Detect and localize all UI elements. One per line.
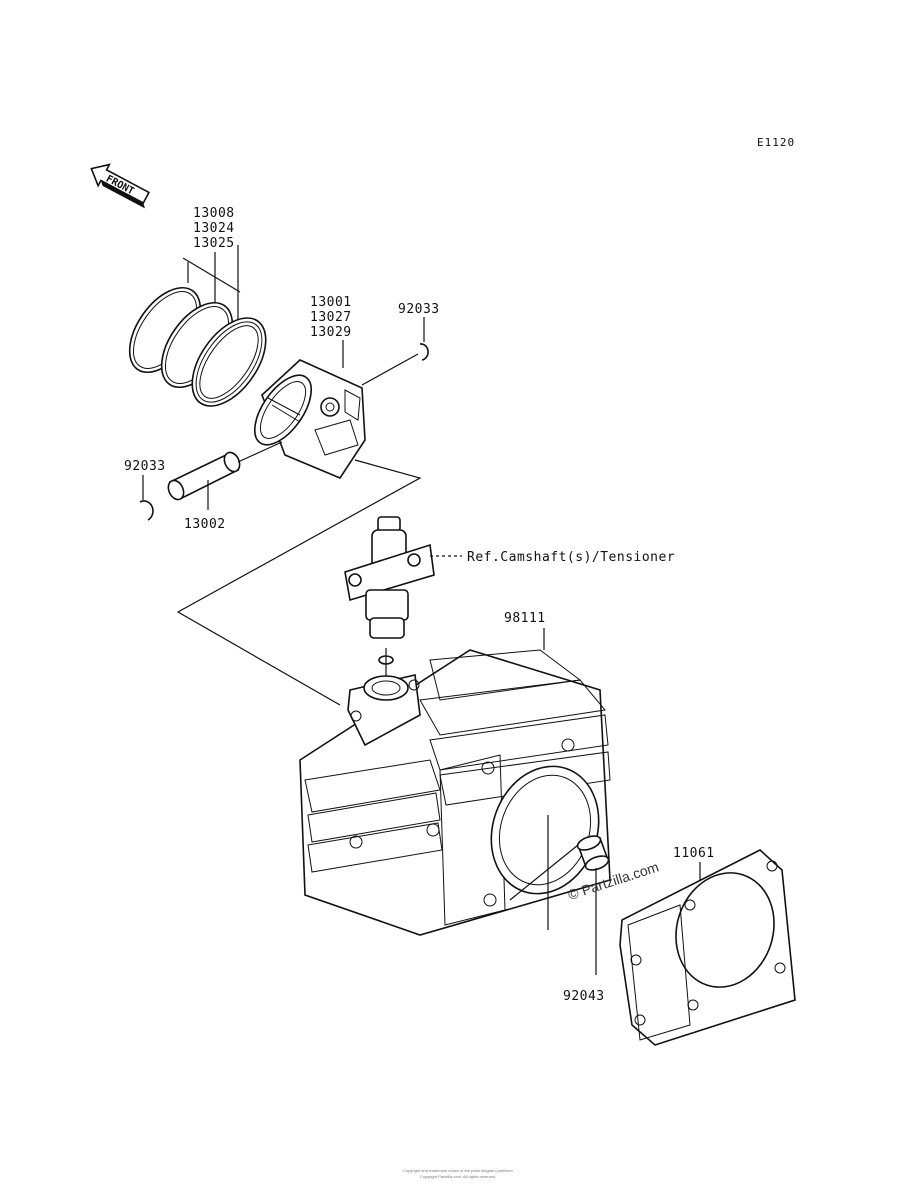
label-piston-1: 13001: [310, 295, 352, 310]
label-clip-left: 92033: [124, 459, 166, 474]
label-rings-1: 13008: [193, 206, 235, 221]
label-piston-3: 13029: [310, 325, 352, 340]
label-piston-pin: 13002: [184, 517, 226, 532]
label-piston-2: 13027: [310, 310, 352, 325]
assembly-guide-line: [176, 459, 422, 706]
rings-callout: [182, 245, 241, 325]
piston-rings: [128, 286, 267, 407]
label-cylinder: 98111: [504, 611, 546, 626]
cylinder-base-gasket: [619, 849, 796, 1046]
circlip-left: [139, 500, 154, 521]
label-tensioner-ref: Ref.Camshaft(s)/Tensioner: [467, 550, 675, 565]
label-dowel: 92043: [563, 989, 605, 1004]
cam-chain-tensioner: [344, 516, 435, 665]
diagram-code: E1120: [757, 136, 795, 149]
label-rings-2: 13024: [193, 221, 235, 236]
front-arrow-icon: FRONT: [90, 163, 151, 209]
piston: [254, 359, 366, 479]
cylinder-block: [299, 649, 611, 936]
footer-line-1: Copyright and trademark notice of the pa…: [403, 1168, 514, 1173]
dowel-pin: [576, 835, 610, 871]
label-gasket: 11061: [673, 846, 715, 861]
piston-pin: [167, 451, 241, 501]
circlip-right: [419, 343, 429, 361]
footer-line-2: Copyright Partzilla.com. All rights rese…: [420, 1174, 496, 1179]
label-rings-3: 13025: [193, 236, 235, 251]
label-clip-right: 92033: [398, 302, 440, 317]
